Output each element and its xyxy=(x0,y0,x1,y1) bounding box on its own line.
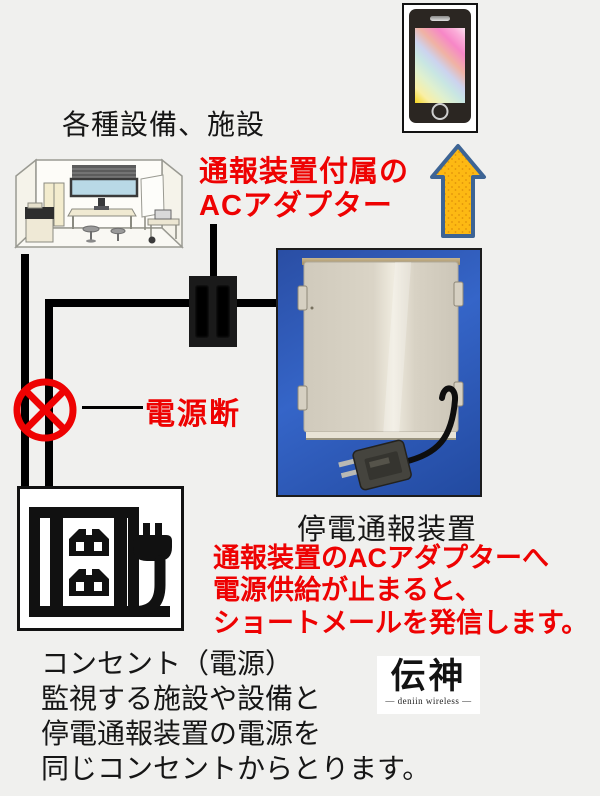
power-cut-pointer-line xyxy=(82,406,143,409)
power-cut-label: 電源断 xyxy=(145,398,241,431)
facility-illustration xyxy=(14,158,184,249)
wire-facility-to-outlet xyxy=(21,254,29,487)
wire-adapter-to-outlet xyxy=(45,299,53,487)
outlet-caption-line4: 同じコンセントからとります。 xyxy=(41,753,431,784)
device-description: 通報装置のACアダプターへ 電源供給が止まると、 ショートメールを発信します。 xyxy=(213,542,588,639)
device-description-line1: 通報装置のACアダプターへ xyxy=(213,543,549,573)
device-photo-content xyxy=(297,258,464,491)
ac-adapter-icon xyxy=(189,276,237,347)
smartphone-home-button xyxy=(431,103,449,120)
device-description-line3: ショートメールを発信します。 xyxy=(213,607,589,638)
wire-adapter-to-device xyxy=(235,299,276,307)
device-title: 停電通報装置 xyxy=(297,514,478,546)
outlet-plug-pictogram xyxy=(29,507,172,617)
outlet-plug-icon xyxy=(17,486,184,631)
outlet-caption-line3: 停電通報装置の電源を xyxy=(41,718,322,749)
smartphone-speaker xyxy=(430,16,450,21)
smartphone-body xyxy=(409,9,471,123)
power-cut-icon xyxy=(13,378,77,442)
outlet-caption: コンセント（電源） 監視する施設や設備と 停電通報装置の電源を 同じコンセントか… xyxy=(41,646,430,786)
denjin-logo: 伝神 ― deniin wireless ― xyxy=(377,656,480,714)
smartphone-icon xyxy=(402,3,478,133)
ac-adapter-bar xyxy=(195,285,209,338)
outlet-caption-line1: コンセント（電源） xyxy=(41,648,294,679)
device-description-line2: 電源供給が止まると、 xyxy=(213,575,482,606)
denjin-logo-subtitle: ― deniin wireless ― xyxy=(385,696,472,706)
denjin-logo-kanji: 伝神 xyxy=(390,657,467,696)
adapter-note: 通報装置付属の ACアダプター xyxy=(199,156,409,224)
up-arrow-icon xyxy=(430,144,486,238)
ac-adapter-bar xyxy=(216,285,230,338)
adapter-note-line2: ACアダプター xyxy=(199,189,393,222)
wire-note-to-adapter xyxy=(210,224,217,277)
device-photo xyxy=(276,248,482,497)
wire-facility-to-adapter xyxy=(45,299,189,307)
smartphone-screen xyxy=(415,28,465,103)
adapter-note-line1: 通報装置付属の xyxy=(199,156,410,188)
facility-title: 各種設備、施設 xyxy=(62,109,266,140)
outlet-caption-line2: 監視する施設や設備と xyxy=(41,683,322,714)
